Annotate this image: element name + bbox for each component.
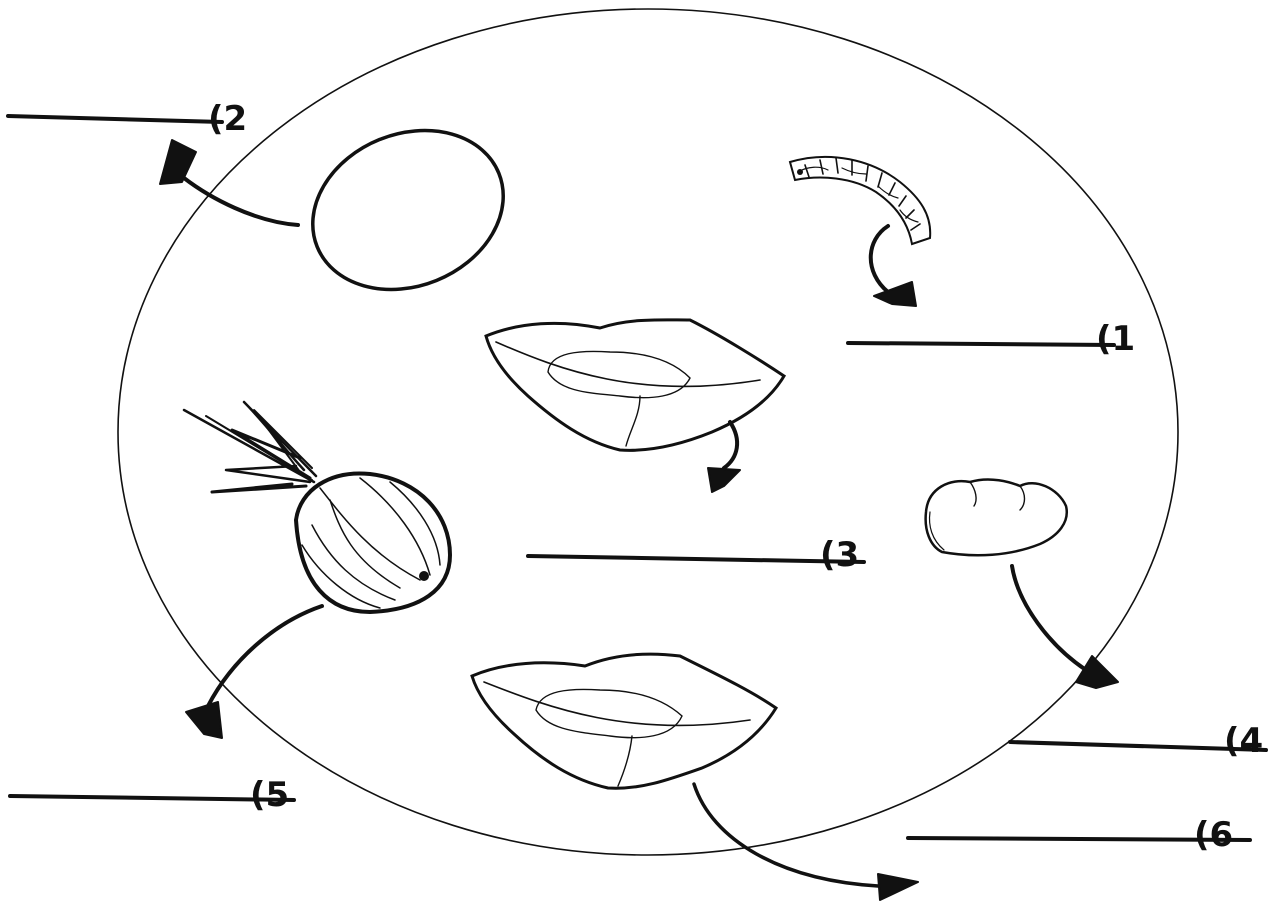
leaf-top	[486, 320, 784, 451]
label-3: (3	[820, 535, 859, 575]
onion	[184, 402, 450, 612]
leaf-bottom	[472, 654, 776, 788]
label-6: (6	[1194, 815, 1233, 855]
label-2: (2	[208, 99, 247, 139]
arrow-larva-to-label-1	[871, 226, 916, 306]
answer-line-2[interactable]	[8, 116, 222, 122]
egg-outline	[289, 103, 528, 317]
answer-line-3[interactable]	[528, 556, 864, 562]
larva	[790, 157, 930, 244]
arrow-onion-to-label-5	[186, 606, 322, 738]
arrow-egg-to-label-2	[160, 140, 298, 225]
arrow-seed-to-label-4	[1012, 566, 1118, 688]
label-1: (1	[1096, 319, 1135, 359]
label-4: (4	[1224, 721, 1263, 761]
arrow-leaf-bottom-to-label-6	[694, 784, 918, 900]
seed	[926, 479, 1067, 555]
label-5: (5	[250, 775, 289, 815]
answer-line-1[interactable]	[848, 343, 1114, 345]
